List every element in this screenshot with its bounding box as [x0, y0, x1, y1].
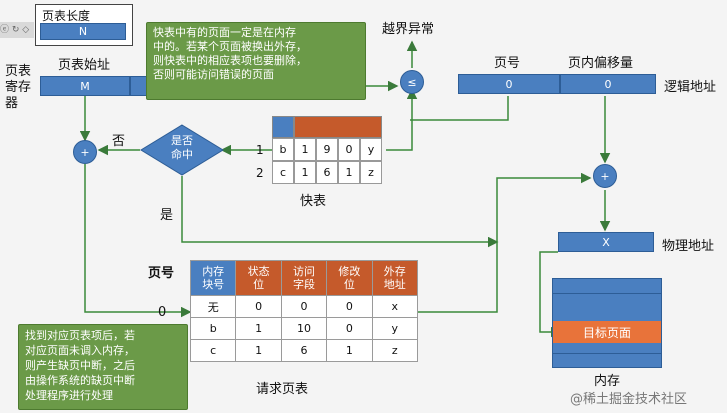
page-table-cell: 无: [189, 295, 237, 318]
page-table-cell: 1: [235, 339, 282, 362]
register-label-1: 页表: [5, 64, 32, 79]
tlb-cell: 1: [294, 138, 316, 161]
page-table-cell: b: [189, 317, 237, 340]
page-table-cell: 0: [326, 295, 373, 318]
page-table-row-label: 0: [158, 305, 167, 320]
right-adder-node: +: [593, 164, 617, 188]
page-table-header-cell: 访问字段: [280, 260, 328, 296]
page-table-page-number-header: 页号: [148, 266, 175, 281]
page-table-header-line: 状态: [247, 265, 270, 278]
page-table-header-line: 外存: [383, 265, 406, 278]
page-table-header-line: 地址: [383, 278, 406, 291]
page-table-header-line: 访问: [292, 265, 315, 278]
logical-address-label: 逻辑地址: [664, 80, 717, 95]
target-page: 目标页面: [553, 321, 661, 343]
logical-offset: 0: [560, 74, 656, 94]
page-table-header-line: 块号: [202, 278, 225, 291]
register-label-2: 寄存: [5, 80, 32, 95]
page-table-header-line: 字段: [292, 278, 315, 291]
page-table-cell: 6: [280, 339, 328, 362]
left-adder-node: +: [73, 140, 97, 164]
page-table-header-cell: 内存块号: [189, 260, 237, 296]
tlb-cell: 6: [316, 161, 338, 184]
tlb-cell: 1: [294, 161, 316, 184]
tlb-cell: 9: [316, 138, 338, 161]
page-table-cell: x: [371, 295, 419, 318]
tlb-note-line: 快表中有的页面一定是在内存: [153, 26, 296, 39]
page-table-caption: 请求页表: [256, 382, 309, 397]
page-fault-line: 则产生缺页中断，之后: [25, 359, 135, 372]
tlb-note-callout: 快表中有的页面一定是在内存 中的。若某个页面被换出外存， 则快表中的相应表项也要…: [146, 22, 366, 100]
page-table-cell: 1: [326, 339, 373, 362]
page-table-cell: 1: [235, 317, 282, 340]
overflow-exception-label: 越界异常: [382, 22, 435, 37]
page-table-cell: z: [371, 339, 419, 362]
page-table-start-value: M: [40, 76, 130, 96]
tlb-cell: 1: [338, 161, 360, 184]
page-table-header-cell: 外存地址: [371, 260, 419, 296]
page-table-header-line: 位: [253, 278, 265, 291]
tlb-row-number: 2: [256, 166, 264, 180]
decision-text: 是否: [171, 134, 193, 147]
page-fault-line: 处理程序进行处理: [25, 389, 113, 402]
page-table-length-box: 页表长度 N: [35, 4, 133, 46]
memory-block: 目标页面: [552, 278, 662, 368]
decision-text: 命中: [171, 148, 193, 161]
page-fault-line: 对应页面未调入内存，: [25, 344, 135, 357]
register-label-3: 器: [5, 96, 19, 111]
compare-node: ≤: [400, 70, 424, 94]
tlb-note-line: 中的。若某个页面被换出外存，: [153, 40, 307, 53]
page-table-header-cell: 修改位: [326, 260, 373, 296]
page-offset-label: 页内偏移量: [568, 56, 634, 71]
tlb-cell: 0: [338, 138, 360, 161]
page-table-cell: 0: [235, 295, 282, 318]
page-table-cell: c: [189, 339, 237, 362]
hit-decision-diamond: 是否 命中: [140, 124, 224, 176]
tlb-row-number: 1: [256, 143, 264, 157]
top-toolbar-fragment: ⓔ ↻ ◇: [0, 22, 34, 38]
page-table-header-line: 位: [343, 278, 355, 291]
page-table-length-label: 页表长度: [42, 9, 91, 23]
watermark: @稀土掘金技术社区: [570, 392, 688, 407]
page-table-cell: 0: [280, 295, 328, 318]
page-number-label: 页号: [494, 56, 521, 71]
page-fault-line: 找到对应页表项后，若: [25, 329, 135, 342]
page-table-length-value: N: [40, 23, 126, 40]
physical-address-label: 物理地址: [662, 239, 715, 254]
page-table-header-cell: 状态位: [235, 260, 282, 296]
tlb-cell: c: [272, 161, 294, 184]
page-fault-line: 由操作系统的缺页中断: [25, 374, 135, 387]
toolbar-text: ⓔ ↻ ◇: [0, 25, 30, 35]
page-table-cell: 10: [280, 317, 328, 340]
page-fault-callout: 找到对应页表项后，若 对应页面未调入内存， 则产生缺页中断，之后 由操作系统的缺…: [18, 324, 188, 410]
memory-caption: 内存: [594, 374, 621, 389]
page-table-cell: 0: [326, 317, 373, 340]
page-table-header-line: 修改: [338, 265, 361, 278]
page-table-header-line: 内存: [202, 265, 225, 278]
tlb-caption: 快表: [300, 194, 327, 209]
tlb-cell: y: [360, 138, 382, 161]
tlb-cell: z: [360, 161, 382, 184]
logical-page-number: 0: [458, 74, 560, 94]
page-table-cell: y: [371, 317, 419, 340]
physical-address-value: X: [558, 232, 654, 252]
tlb-cell: b: [272, 138, 294, 161]
tlb-note-line: 则快表中的相应表项也要删除，: [153, 54, 307, 67]
decision-no-label: 否: [112, 134, 126, 149]
decision-yes-label: 是: [160, 208, 174, 223]
tlb-note-line: 否则可能访问错误的页面: [153, 68, 274, 81]
page-table-start-label: 页表始址: [58, 58, 111, 73]
